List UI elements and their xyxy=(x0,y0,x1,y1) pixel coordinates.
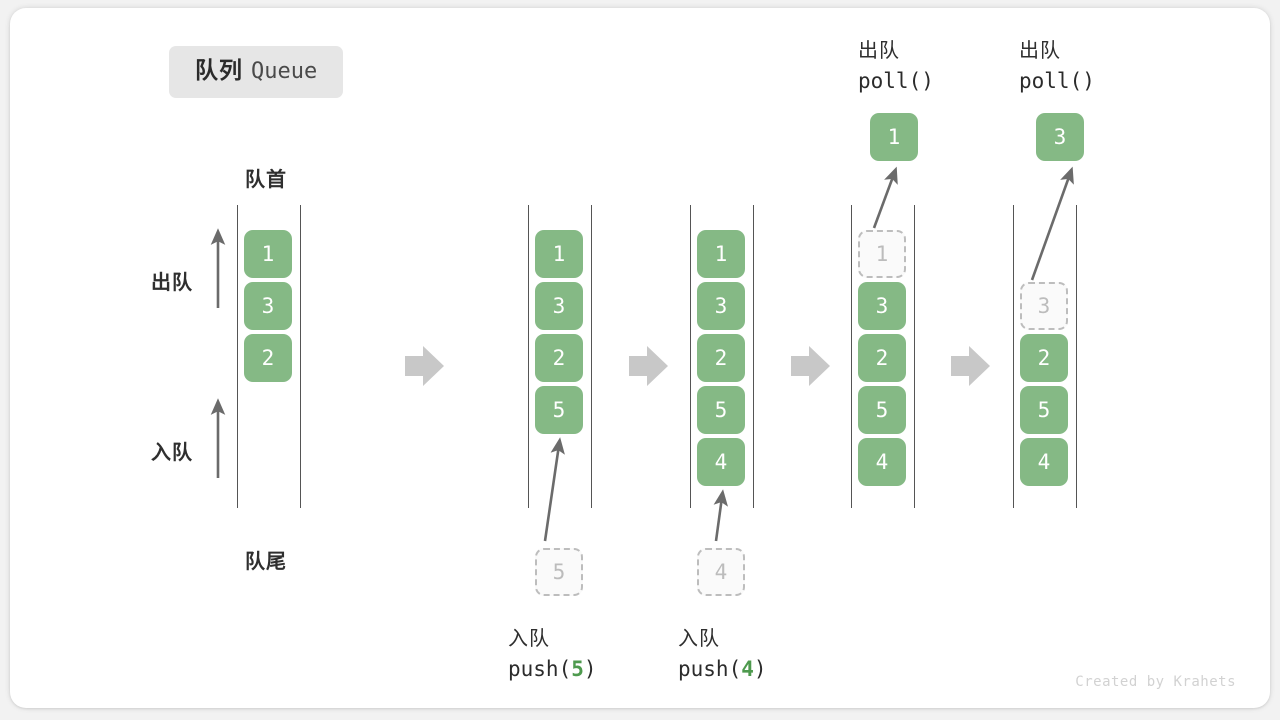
queue-cell: 4 xyxy=(1020,438,1068,486)
queue-cell: 1 xyxy=(697,230,745,278)
queue-cell: 4 xyxy=(697,438,745,486)
queue-cell: 4 xyxy=(858,438,906,486)
queue-rail-right-5 xyxy=(1076,205,1077,508)
push-5-arrow xyxy=(543,437,565,542)
queue-cell: 2 xyxy=(858,334,906,382)
caption-push-5-cn: 入队 xyxy=(508,628,550,650)
queue-cell: 3 xyxy=(244,282,292,330)
queue-tail-label: 队尾 xyxy=(245,551,287,573)
caption-push-4-fn-prefix: push( xyxy=(678,657,742,681)
queue-cell: 2 xyxy=(244,334,292,382)
step-arrow xyxy=(951,346,990,386)
caption-push-5-fn-prefix: push( xyxy=(508,657,572,681)
push-4-arrow xyxy=(713,489,729,542)
caption-push-4-fn-num: 4 xyxy=(741,657,754,681)
queue-rail-right-2 xyxy=(591,205,592,508)
diagram-title-en: Queue xyxy=(251,59,318,84)
queue-rail-left-4 xyxy=(851,205,852,508)
caption-poll-1-cn: 出队 xyxy=(858,40,900,62)
diagram-title-badge: 队列 Queue xyxy=(169,46,344,98)
queue-cell: 2 xyxy=(535,334,583,382)
step-arrow xyxy=(791,346,830,386)
caption-poll-1-fn: poll() xyxy=(858,69,934,93)
queue-cell: 3 xyxy=(697,282,745,330)
poll-2-arrow xyxy=(1030,166,1074,281)
step-arrow xyxy=(629,346,668,386)
caption-push-4: 入队 push(4) xyxy=(678,625,767,684)
queue-cell: 5 xyxy=(535,386,583,434)
step-arrow xyxy=(405,346,444,386)
watermark: Created by Krahets xyxy=(1075,674,1236,690)
queue-incoming-ghost-cell: 5 xyxy=(535,548,583,596)
queue-cell: 3 xyxy=(535,282,583,330)
queue-head-label: 队首 xyxy=(245,169,287,191)
poll-1-arrow xyxy=(872,166,898,229)
queue-cell: 2 xyxy=(697,334,745,382)
caption-push-5: 入队 push(5) xyxy=(508,625,597,684)
caption-poll-2: 出队 poll() xyxy=(1019,37,1095,96)
queue-outgoing-ghost-cell: 1 xyxy=(858,230,906,278)
polled-value-cell: 3 xyxy=(1036,113,1084,161)
queue-rail-right-4 xyxy=(914,205,915,508)
caption-push-4-fn: push(4) xyxy=(678,654,767,684)
queue-cell: 5 xyxy=(697,386,745,434)
queue-outgoing-ghost-cell: 3 xyxy=(1020,282,1068,330)
queue-cell: 1 xyxy=(535,230,583,278)
caption-push-5-fn-num: 5 xyxy=(571,657,584,681)
queue-cell: 5 xyxy=(858,386,906,434)
queue-rail-left-2 xyxy=(528,205,529,508)
queue-cell: 3 xyxy=(858,282,906,330)
queue-cell: 2 xyxy=(1020,334,1068,382)
queue-rail-left-1 xyxy=(237,205,238,508)
arrows-overlay xyxy=(210,166,1074,542)
queue-rail-left-5 xyxy=(1013,205,1014,508)
queue-rail-right-1 xyxy=(300,205,301,508)
caption-push-5-fn-suffix: ) xyxy=(583,657,597,681)
queue-rail-left-3 xyxy=(690,205,691,508)
caption-push-4-cn: 入队 xyxy=(678,628,720,650)
caption-push-5-fn: push(5) xyxy=(508,654,597,684)
caption-poll-2-cn: 出队 xyxy=(1019,40,1061,62)
dequeue-direction-label: 出队 xyxy=(151,272,193,294)
queue-cell: 5 xyxy=(1020,386,1068,434)
enqueue-direction-label: 入队 xyxy=(151,442,193,464)
polled-value-cell: 1 xyxy=(870,113,918,161)
caption-poll-1: 出队 poll() xyxy=(858,37,934,96)
caption-push-4-fn-suffix: ) xyxy=(753,657,767,681)
diagram-title-cn: 队列 xyxy=(195,57,243,83)
queue-cell: 1 xyxy=(244,230,292,278)
queue-incoming-ghost-cell: 4 xyxy=(697,548,745,596)
caption-poll-2-fn: poll() xyxy=(1019,69,1095,93)
queue-rail-right-3 xyxy=(753,205,754,508)
